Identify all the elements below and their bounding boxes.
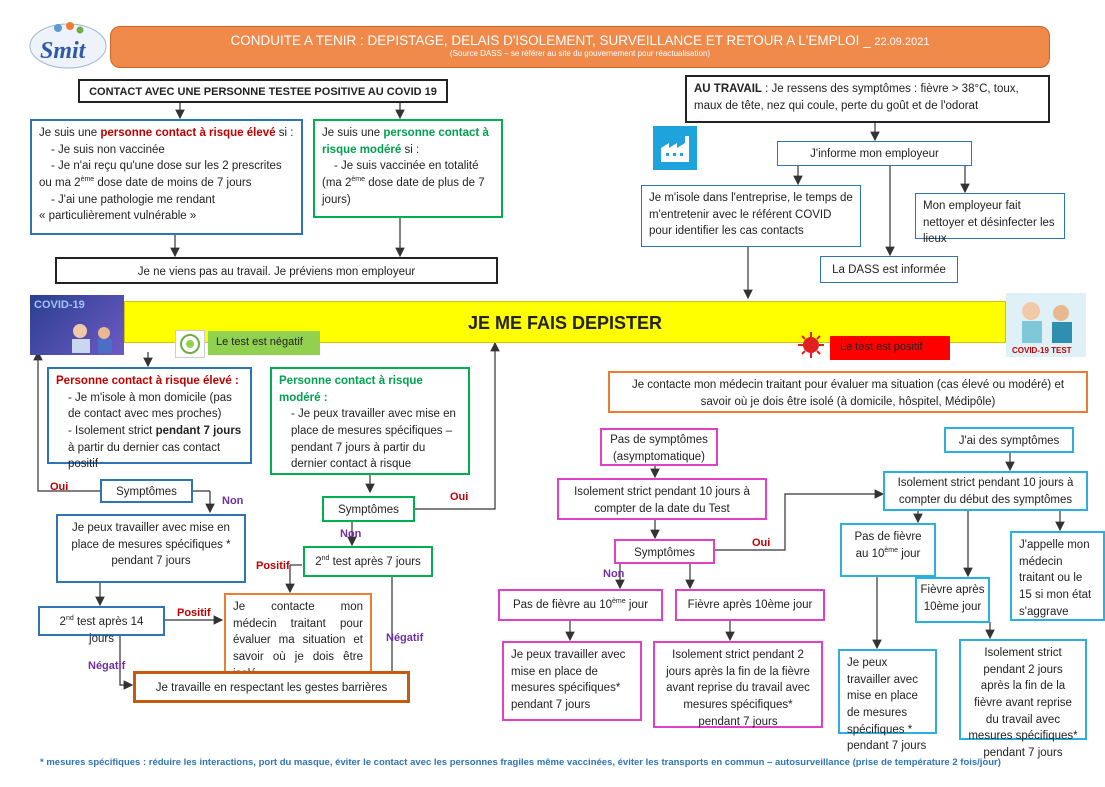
isolation-10-test-box: Isolement strict pendant 10 jours à comp… [557,478,767,520]
second-test-14-box: 2nd test après 14 jours [38,606,165,645]
call-doctor-box: J'appelle mon médecin traitant ou le 15 … [1010,531,1105,621]
oui-label: Oui [450,491,469,503]
neg-symptoms-box-2: Symptômes [322,496,415,522]
positive-test-label: Le test est positif [830,336,950,360]
high-risk-contact-box: Je suis une personne contact à risque él… [30,119,303,235]
smit-logo: Smit [28,18,108,70]
list-item: Je suis non vaccinée [51,142,294,159]
footer-note: * mesures spécifiques : réduire les inte… [40,757,1001,768]
work-symptoms-box: AU TRAVAIL : Je ressens des symptômes : … [685,75,1050,123]
list-item: Je n'ai reçu qu'une dose sur les 2 presc… [51,158,294,175]
clean-box: Mon employeur fait nettoyer et désinfect… [915,193,1065,245]
isolation-2-days-box: Isolement strict pendant 2 jours après l… [653,641,823,728]
contact-doctor-positive-box: Je contacte mon médecin traitant pour év… [608,371,1088,413]
page-date: 22.09.2021 [874,36,930,48]
moderate-risk-contact-box: Je suis une personne contact à risque mo… [313,119,503,218]
non-label: Non [340,528,362,540]
pos-work-measures-box-2: Je peux travailler avec mise en place de… [838,649,937,752]
virus-icon [796,330,826,360]
negative-test-label: Le test est négatif [208,331,320,355]
header-banner: CONDUITE A TENIR : DEPISTAGE, DELAIS D'I… [110,26,1050,68]
neg-high-risk-box: Personne contact à risque élevé : Je m'i… [47,367,252,470]
neg-symptoms-box-1: Symptômes [100,479,193,503]
factory-icon [653,126,697,170]
list-item: J'ai une pathologie me rendant [51,192,294,209]
work-measures-box: Je peux travailler avec mise en place de… [56,514,246,583]
negative-test-icon [175,330,205,358]
no-fever-10-box-2: Pas de fièvre au 10ème jour [840,523,936,577]
oui-label: Oui [50,481,69,493]
contact-title: CONTACT AVEC UNE PERSONNE TESTEE POSITIV… [89,86,437,98]
no-fever-10-box: Pas de fièvre au 10ème jour [498,589,663,621]
high-risk-label: personne contact à risque élevé [100,127,276,139]
fever-after-10-box: Fièvre après 10ème jour [675,589,825,621]
inform-employer-box: J'informe mon employeur [777,141,972,166]
pos-symptoms-box: Symptômes [614,539,715,564]
pos-work-measures-box: Je peux travailler avec mise en place de… [502,641,642,721]
barrier-gestures-box: Je travaille en respectant les gestes ba… [133,671,410,703]
list-item: Je suis vaccinée en totalité [334,158,494,175]
positif-label: Positif [256,560,290,572]
contact-title-box: CONTACT AVEC UNE PERSONNE TESTEE POSITIV… [78,79,448,103]
source-note: (Source DASS – se référer au site du gou… [449,49,711,58]
covid-test-image: COVID-19 TEST [1006,293,1086,357]
second-test-7-box: 2nd test après 7 jours [303,546,433,577]
oui-label: Oui [752,537,771,549]
no-work-text: Je ne viens pas au travail. Je préviens … [137,266,416,278]
covid-image: COVID-19 [30,295,124,355]
isolation-2-days-box-2: Isolement strict pendant 2 jours après l… [959,639,1087,759]
no-work-box: Je ne viens pas au travail. Je préviens … [55,257,498,284]
non-label: Non [603,568,625,580]
no-symptoms-box: Pas de symptômes (asymptomatique) [600,428,718,466]
dass-box: La DASS est informée [820,256,958,283]
neg-moderate-risk-box: Personne contact à risque modéré : Je pe… [270,367,470,475]
logo-text: Smit [40,38,86,64]
negatif-label: Négatif [386,632,424,644]
positif-label: Positif [177,607,211,619]
fever-after-10-box-2: Fièvre après 10ème jour [915,577,990,623]
isolation-10-symptoms-box: Isolement strict pendant 10 jours à comp… [883,471,1088,511]
page-title: CONDUITE A TENIR : DEPISTAGE, DELAIS D'I… [230,33,871,48]
have-symptoms-box: J'ai des symptômes [944,427,1074,453]
non-label: Non [222,495,244,507]
banner-title: JE ME FAIS DEPISTER [467,313,663,333]
isolate-company-box: Je m'isole dans l'entreprise, le temps d… [641,185,861,247]
moderate-risk-label: personne contact à risque modéré [322,127,489,156]
negatif-label: Négatif [88,660,126,672]
